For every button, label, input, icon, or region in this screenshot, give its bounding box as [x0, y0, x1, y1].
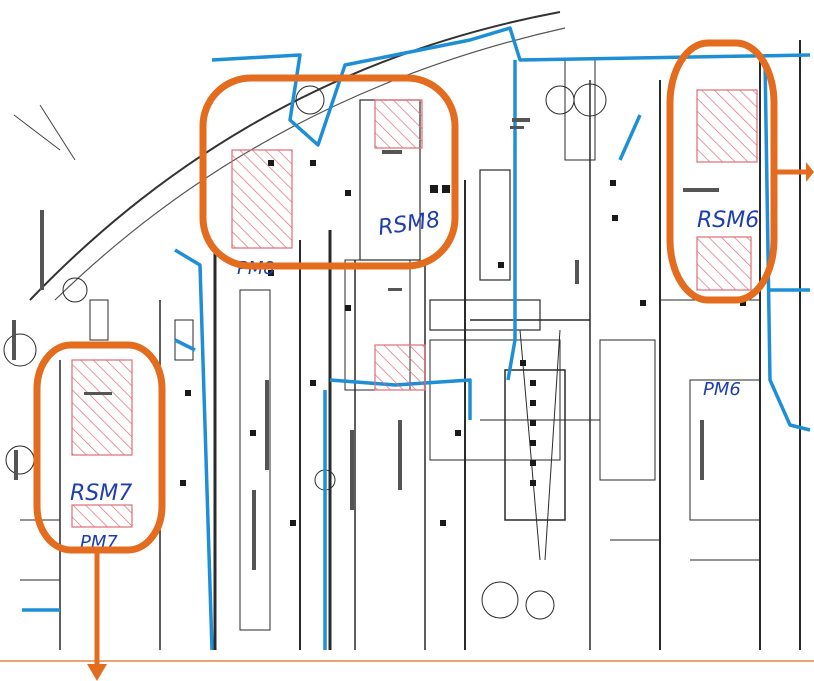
- hatched-zones: [71, 89, 758, 528]
- columns: [180, 160, 746, 526]
- highlight-zone-rsm8: [199, 74, 459, 270]
- hatch-zone-rsm8-bottom: [374, 344, 426, 391]
- rsm8-label: RSM8: [377, 208, 442, 241]
- arrow-right: [774, 162, 814, 182]
- small-plan-labels: [12, 118, 719, 570]
- rsm6-label: RSM6: [697, 208, 759, 233]
- rsm7-label: RSM7: [70, 481, 132, 506]
- pm6-label: PM6: [703, 379, 741, 400]
- arrow-down: [87, 550, 107, 681]
- site-boundary-outer: [29, 11, 561, 301]
- hatch-zone-rsm8-top: [374, 99, 423, 149]
- hatch-zone-rsm7-bottom: [71, 504, 133, 528]
- site-boundary-inner: [54, 27, 566, 301]
- hatch-zone-pm8-west: [231, 149, 293, 249]
- hatch-zone-rsm6-bottom: [696, 236, 752, 291]
- hatch-zone-rsm6-top: [696, 89, 758, 163]
- hatch-zone-rsm7-top: [71, 359, 133, 456]
